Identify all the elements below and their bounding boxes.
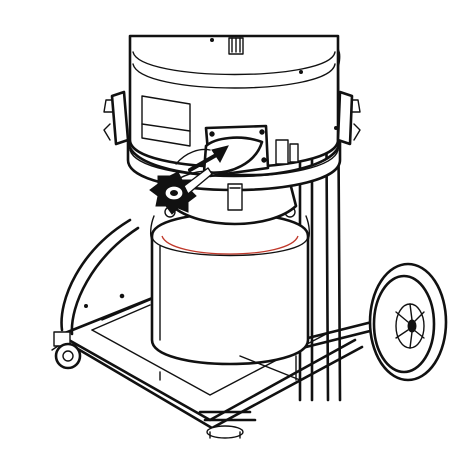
inlet-flange-icon — [175, 124, 270, 179]
rear-wheel-icon — [368, 262, 448, 382]
collection-container-icon — [149, 206, 311, 366]
caster-icon — [206, 425, 244, 439]
star-knob-icon[interactable] — [149, 167, 213, 215]
latch-clamp-icon[interactable] — [103, 90, 361, 211]
arrow-icon — [188, 145, 229, 172]
frame-detail-icon — [84, 293, 301, 381]
caster-icon — [51, 331, 82, 370]
container-seal-icon — [161, 235, 299, 255]
